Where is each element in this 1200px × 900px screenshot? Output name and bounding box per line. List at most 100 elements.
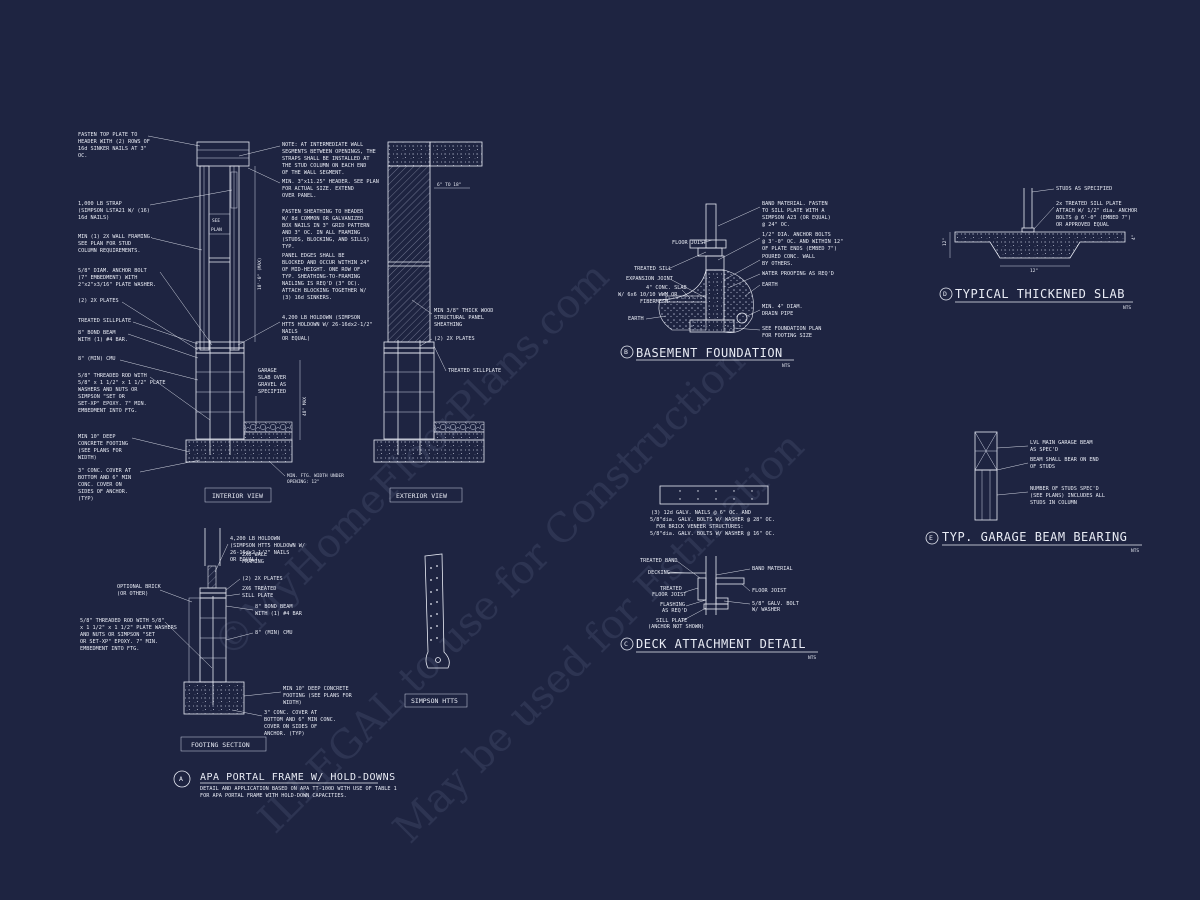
svg-text:MIN (1) 2X WALL FRAMING.SEE PL: MIN (1) 2X WALL FRAMING.SEE PLAN FOR STU… [78, 234, 153, 254]
note-a-l0-2: 16d SINKER NAILS AT 3" [78, 146, 147, 152]
svg-text:5/8" DIAM. ANCHOR BOLT(7" EMBE: 5/8" DIAM. ANCHOR BOLT(7" EMBEDMENT) WIT… [78, 268, 156, 288]
note-a-f1-0: 5/8" THREADED ROD WITH 5/8" [80, 618, 164, 624]
note-a-r0-1: STRUCTURAL PANEL [434, 315, 484, 321]
detail-a-footing-section: OPTIONAL BRICK(OR OTHER) 5/8" THREADED R… [80, 528, 353, 752]
detail-b-nts: NTS [782, 363, 790, 369]
note-a-r2-0: TREATED SILLPLATE [448, 368, 501, 374]
svg-text:5/8" THREADED ROD WITH 5/8"x 1: 5/8" THREADED ROD WITH 5/8"x 1 1/2" x 1 … [80, 618, 177, 652]
note-a-r0-2: SHEATHING [434, 322, 462, 328]
note-a-f1-1: x 1 1/2" x 1 1/2" PLATE WASHERS [80, 625, 177, 631]
svg-text:(3) 12d GALV. NAILS @ 6" OC. A: (3) 12d GALV. NAILS @ 6" OC. AND5/8"dia.… [650, 510, 775, 537]
note-b-l3-2: FIBERMESH [640, 299, 668, 305]
note-c-l2-1: FLOOR JOIST [652, 592, 686, 598]
note-c-l4-1: (ANCHOR NOT SHOWN) [648, 624, 704, 630]
note-a-l1-1: (SIMPSON LSTA21 W/ (16) [78, 208, 150, 214]
note-a-fr5-0: 8" (MIN) CMU [255, 630, 292, 636]
note-a-l2-1: SEE PLAN FOR STUD [78, 241, 131, 247]
note-b-r1-0: 1/2" DIA. ANCHOR BOLTS [762, 232, 831, 238]
note-c-r1: FLOOR JOIST [752, 588, 786, 594]
detail-c-nts: NTS [808, 655, 816, 661]
note-a-m3-6: (3) 16d SINKERS. [282, 295, 332, 301]
detail-e-marker: E [929, 534, 933, 542]
note-e-1-0: BEAM SHALL BEAR ON END [1030, 457, 1099, 463]
note-b-l3-0: 4" CONC. SLAB [646, 285, 687, 291]
note-a-l0-3: OC. [78, 153, 87, 159]
note-a-m6-0: MIN. FTG. WIDTH UNDER [287, 473, 344, 479]
note-a-fr7-2: COVER ON SIDES OF [264, 724, 317, 730]
svg-text:4,200 LB HOLDOWN(SIMPSON HTT5: 4,200 LB HOLDOWN(SIMPSON HTT5 HOLDOWN W/… [230, 536, 305, 563]
note-c-l4-0: SILL PLATE [656, 618, 687, 624]
see-plan-label-1: SEE [212, 218, 220, 224]
note-a-m3-2: OF MID-HEIGHT. ONE ROW OF [282, 267, 360, 273]
exterior-view-label: EXTERIOR VIEW [396, 492, 447, 500]
svg-text:1,000 LB STRAP(SIMPSON LSTA21: 1,000 LB STRAP(SIMPSON LSTA21 W/ (16)16d… [78, 201, 150, 221]
note-a-l1-2: 16d NAILS) [78, 215, 109, 221]
note-c-r0: BAND MATERIAL [752, 566, 793, 572]
note-a-l4-0: (2) 2X PLATES [78, 298, 119, 304]
svg-text:SILL PLATE(ANCHOR NOT SHOWN): SILL PLATE(ANCHOR NOT SHOWN) [648, 618, 704, 630]
note-c-l2-0: TREATED [660, 586, 682, 592]
note-a-l10-2: CONC. COVER ON [78, 482, 122, 488]
note-b-r0-2: SIMPSON A23 (OR EQUAL) [762, 215, 831, 221]
svg-text:OPTIONAL BRICK(OR OTHER): OPTIONAL BRICK(OR OTHER) [117, 584, 162, 597]
note-c-t3: FOR BRICK VENEER STRUCTURES: [656, 524, 743, 530]
note-a-fr6-2: WIDTH) [283, 700, 302, 706]
detail-a-title-block: A APA PORTAL FRAME W/ HOLD-DOWNS DETAIL … [173, 770, 397, 799]
note-c-l0: TREATED BAND [640, 558, 677, 564]
note-a-m1-2: OVER PANEL. [282, 193, 316, 199]
note-d-1-0: 2x TREATED SILL PLATE [1056, 201, 1122, 207]
note-a-fr6-0: MIN 10" DEEP CONCRETE [283, 686, 349, 692]
note-a-fr2-0: (2) 2X PLATES [242, 576, 283, 582]
svg-text:MIN. 4" DIAM.DRAIN PIPE: MIN. 4" DIAM.DRAIN PIPE [762, 304, 803, 317]
note-a-fr3-1: SILL PLATE [242, 593, 273, 599]
watermark: ©MyHomeFloorPlans.com ILLEGAL to use for… [205, 253, 814, 852]
note-a-m5-3: SPECIFIED [258, 389, 286, 395]
note-a-l8-4: SET-XP" EPOXY. 7" MIN. [78, 401, 147, 407]
detail-a-marker: A [179, 775, 183, 783]
note-b-l4: EARTH [628, 316, 644, 322]
dim-48-label: 48" MAX [302, 397, 308, 416]
note-b-r3: WATER PROOFING AS REQ'D [762, 271, 834, 277]
note-e-0-0: LVL MAIN GARAGE BEAM [1030, 440, 1092, 446]
note-a-l0-0: FASTEN TOP PLATE TO [78, 132, 137, 138]
note-c-r2-0: 5/8" GALV. BOLT [752, 601, 799, 607]
detail-a-note-2: FOR APA PORTAL FRAME WITH HOLD-DOWN CAPA… [200, 793, 347, 799]
note-a-fr3-0: 2X6 TREATED [242, 586, 276, 592]
interior-view-label: INTERIOR VIEW [212, 492, 263, 500]
note-a-m4-0: 4,200 LB HOLDOWN (SIMPSON [282, 315, 360, 321]
note-e-2-0: NUMBER OF STUDS SPEC'D [1030, 486, 1099, 492]
detail-c-title: DECK ATTACHMENT DETAIL [636, 637, 806, 651]
simpson-htt5-label: SIMPSON HTT5 [411, 697, 458, 705]
note-a-m2-1: W/ 8d COMMON OR GALVANIZED [282, 216, 363, 222]
note-c-l3-1: AS REQ'D [662, 608, 687, 614]
note-a-m3-3: TYP. SHEATHING-TO-FRAMING [282, 274, 360, 280]
note-b-r0-1: TO SILL PLATE WITH A [762, 208, 825, 214]
svg-text:1/2" DIA. ANCHOR BOLTS@ 3'-0": 1/2" DIA. ANCHOR BOLTS@ 3'-0" OC. AND WI… [762, 232, 843, 252]
note-d-1-1: ATTACH W/ 1/2" dia. ANCHOR [1056, 208, 1138, 214]
note-b-r0-0: BAND MATERIAL. FASTEN [762, 201, 828, 207]
footing-section-label: FOOTING SECTION [191, 741, 250, 749]
note-a-f1-2: AND NUTS OR SIMPSON "SET [80, 632, 155, 638]
note-a-l9-2: (SEE PLANS FOR [78, 448, 123, 454]
note-b-l1: TREATED SILL [634, 266, 671, 272]
note-c-t0: (3) 12d GALV. NAILS @ 6" OC. AND [651, 510, 751, 516]
